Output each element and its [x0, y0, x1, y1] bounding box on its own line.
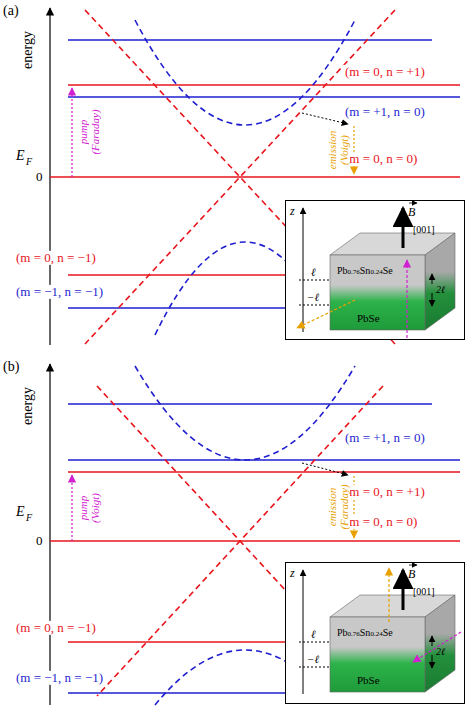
- material-inset: z B [001] ℓ −ℓ 2ℓ Pb0.76Sn0.24SePbSe: [285, 562, 465, 704]
- arrow-label: emission: [326, 129, 338, 172]
- inset-label: Se: [383, 265, 393, 276]
- level-label: (m = 0, n = −1): [14, 251, 98, 265]
- level-label: (m = 0, n = +1): [343, 65, 427, 79]
- inset-label: 2ℓ: [436, 646, 445, 657]
- inset-label: Pb: [337, 627, 348, 638]
- inset-label: 0.76: [348, 631, 360, 639]
- inset-label: 2ℓ: [436, 284, 445, 295]
- level-label: F: [26, 512, 32, 523]
- inset-label: Sn: [360, 627, 371, 638]
- inset-label: [001]: [413, 586, 435, 597]
- inset-label: Sn: [360, 265, 371, 276]
- level-label: F: [26, 156, 32, 167]
- level-label: (b): [3, 359, 19, 374]
- inset-label: PbSe: [357, 312, 380, 324]
- arrow-label: energy: [20, 31, 35, 69]
- level-label: (a): [3, 3, 19, 18]
- arrow-label: (Faraday): [338, 482, 350, 531]
- inset-label: B: [408, 568, 415, 581]
- level-label: (m = −1, n = −1): [14, 285, 105, 299]
- inset-label: z: [290, 205, 295, 218]
- level-label: (m = −1, n = −1): [14, 671, 105, 685]
- arrow-label: emission: [326, 486, 338, 529]
- level-label: E: [16, 148, 25, 163]
- inset-label: z: [290, 567, 295, 580]
- level-label: (m = 0, n = −1): [14, 621, 98, 635]
- arrow-label: (Voigt): [89, 491, 101, 525]
- level-label: (m = +1, n = 0): [343, 105, 427, 119]
- level-label: E: [16, 504, 25, 519]
- inset-label: 0.24: [370, 631, 382, 639]
- inset-label: ℓ: [311, 266, 316, 278]
- inset-label: 0.24: [370, 269, 382, 277]
- level-label: 0: [36, 170, 43, 184]
- inset-label: B: [408, 206, 415, 219]
- inset-label: Se: [383, 627, 393, 638]
- level-label: (m = +1, n = 0): [343, 431, 427, 445]
- inset-label: Pb: [337, 265, 348, 276]
- arrow-label: (Voigt): [338, 133, 350, 167]
- level-label: (m = 0, n = 0): [343, 515, 419, 529]
- inset-label: [001]: [413, 224, 435, 235]
- inset-label: ℓ: [311, 628, 316, 640]
- inset-label: 0.76: [348, 269, 360, 277]
- arrow-label: pump: [77, 118, 89, 146]
- inset-label: PbSe: [357, 674, 380, 686]
- arrow-label: energy: [20, 387, 35, 425]
- level-label: 0: [36, 534, 43, 548]
- arrow-label: (Faraday): [89, 107, 101, 156]
- inset-label: −ℓ: [307, 291, 319, 303]
- inset-label: −ℓ: [307, 653, 319, 665]
- level-label: (m = 0, n = 0): [343, 152, 419, 166]
- arrow-label: pump: [77, 494, 89, 522]
- level-label: (m = 0, n = +1): [343, 485, 427, 499]
- material-inset: z B [001] ℓ −ℓ 2ℓ Pb0.76Sn0.24SePbSe: [285, 200, 465, 340]
